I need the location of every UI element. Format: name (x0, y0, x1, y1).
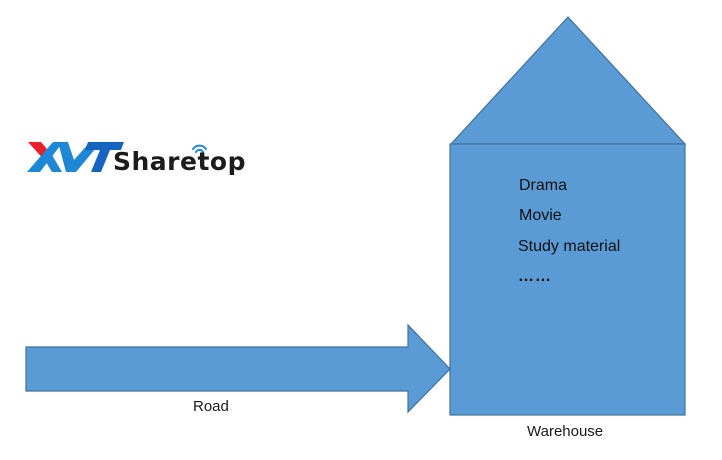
logo-wordmark: Sharetop (113, 147, 246, 176)
warehouse-item-movie: Movie (519, 207, 562, 224)
logo-mark (27, 142, 124, 172)
warehouse-roof-shape (449, 16, 687, 145)
logo-t-stroke (85, 142, 124, 172)
warehouse-body-shape (449, 143, 686, 416)
wifi-signal-icon (192, 144, 207, 153)
warehouse-item-study-material: Study material (518, 238, 621, 255)
warehouse-label: Warehouse (527, 423, 604, 440)
road-label: Road (193, 398, 229, 415)
road-arrow-shape (25, 323, 451, 414)
warehouse-item-ellipsis: …… (518, 268, 552, 285)
logo-x-blue-lower (46, 155, 62, 172)
warehouse-item-drama: Drama (519, 177, 568, 194)
logo-x-blue-stroke (27, 142, 63, 172)
